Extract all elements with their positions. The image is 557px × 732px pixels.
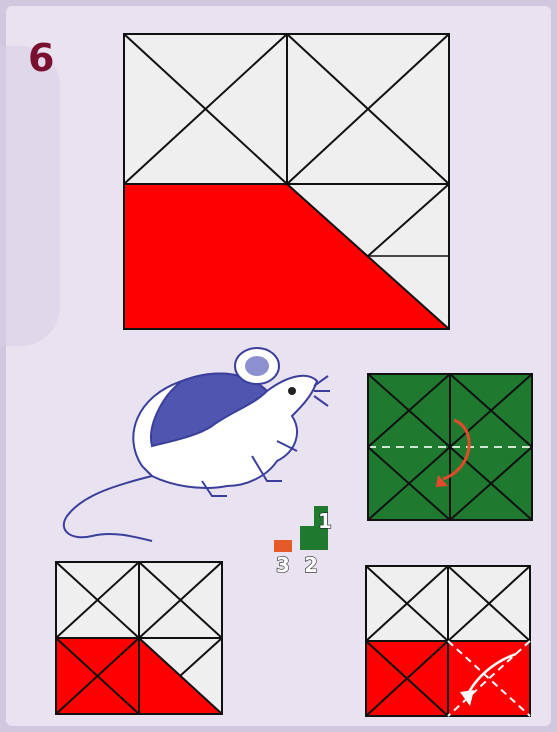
bottom-right-diagram: [366, 566, 536, 726]
bottom-left-diagram: [56, 562, 226, 722]
main-fold-diagram: [124, 34, 454, 334]
steps-icon: 1 2 3: [270, 498, 340, 578]
step-number: 6: [28, 36, 54, 80]
step-label-3: 3: [276, 553, 290, 577]
step-label-2: 2: [304, 553, 318, 577]
green-fold-diagram: [368, 374, 538, 524]
step-label-1: 1: [318, 509, 332, 533]
